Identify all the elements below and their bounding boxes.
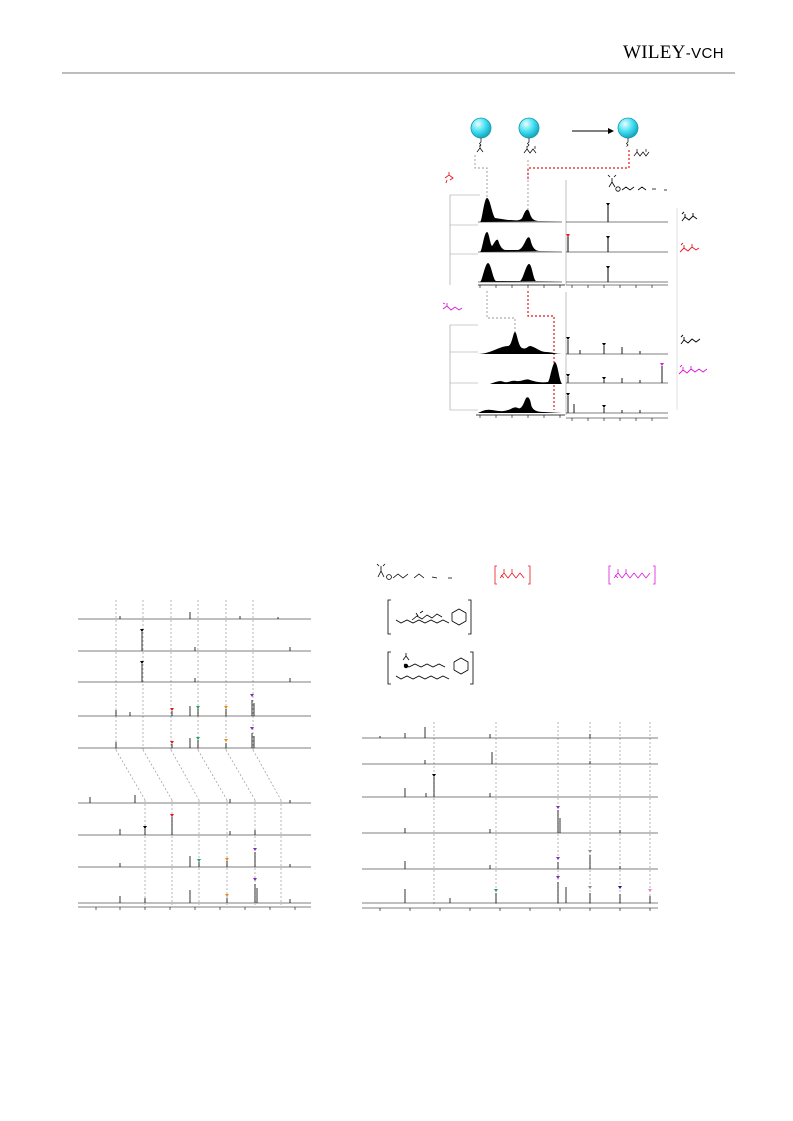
legend-structure-magenta [608, 565, 656, 585]
magenta-molecule-icon [442, 302, 463, 311]
bottom-right-markers [432, 774, 652, 892]
figure-top [442, 117, 708, 421]
publisher-wordmark: WILEY [623, 42, 686, 63]
lc-trace-1 [478, 198, 562, 223]
lc-trace-5 [478, 362, 562, 384]
red-molecule-icon [444, 172, 454, 184]
bracket-structure-2 [387, 651, 474, 685]
structure-labels-right [678, 211, 708, 375]
lc-ticks [479, 285, 561, 418]
ms-panel-right [565, 180, 678, 421]
legend-structure-black [376, 563, 452, 580]
resin-bead-2 [518, 117, 540, 154]
resin-bead-3 [617, 117, 650, 157]
lc-trace-3 [478, 263, 562, 283]
bracket-structure-1 [387, 599, 472, 635]
lc-trace-6 [478, 397, 562, 413]
header-molecule-top [607, 174, 667, 192]
reaction-arrow [572, 128, 614, 134]
legend-structure-red [494, 565, 531, 585]
resin-bead-1 [470, 117, 492, 153]
bottom-left-markers [140, 629, 257, 897]
figure-bottom-right [362, 722, 658, 911]
publisher-suffix: -VCH [685, 45, 724, 62]
lc-trace-2 [478, 232, 562, 253]
connector-lines [474, 150, 630, 410]
figure-bottom-left [78, 600, 311, 910]
structure-legend [376, 563, 656, 685]
lc-panel-left [449, 194, 565, 418]
lc-trace-4 [478, 332, 562, 354]
header-rule [62, 72, 735, 74]
publisher-logo: WILEY-VCH [623, 42, 724, 64]
